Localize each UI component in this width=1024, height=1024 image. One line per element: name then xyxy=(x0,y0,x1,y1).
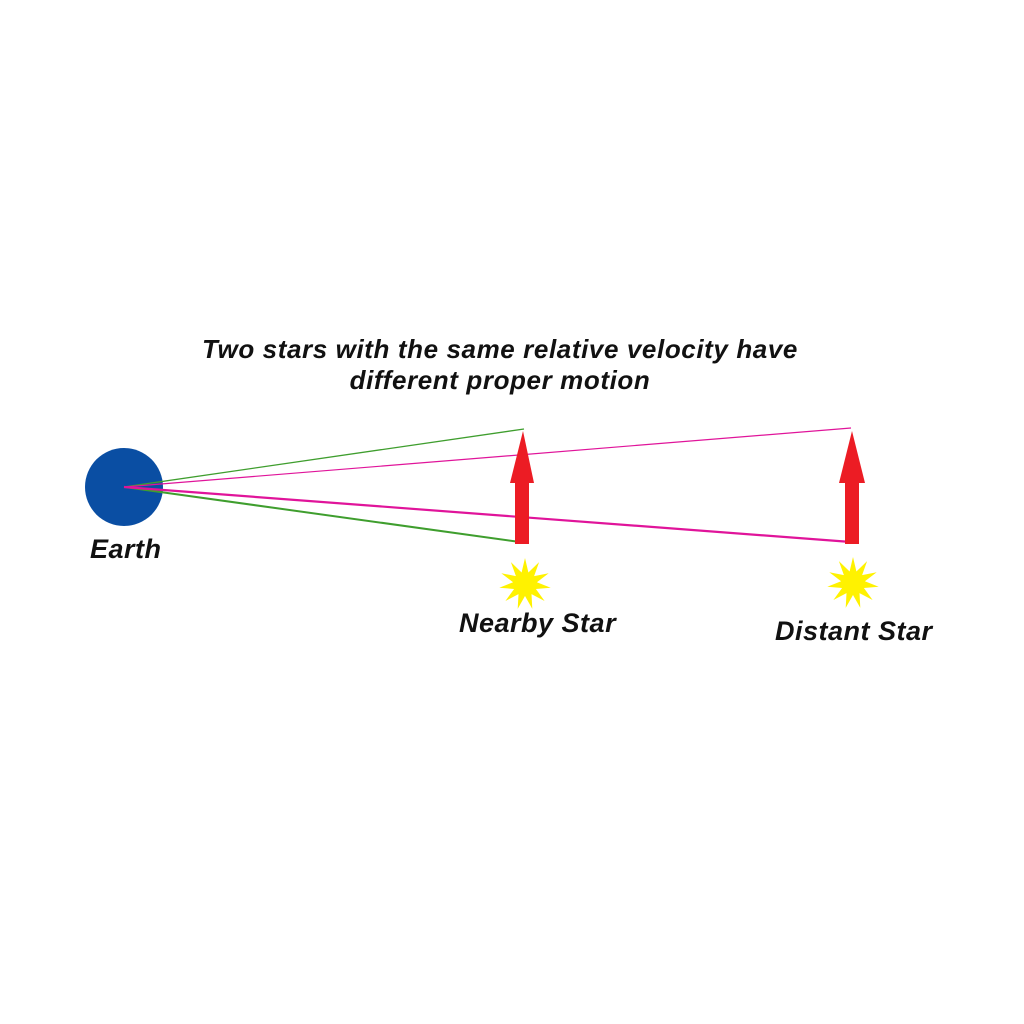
distant-star-icon xyxy=(827,557,879,608)
earth-label: Earth xyxy=(90,534,162,564)
nearby-star-icon xyxy=(499,558,551,609)
nearby-star-label: Nearby Star xyxy=(459,608,617,638)
distant-star-label: Distant Star xyxy=(775,616,933,646)
distant-star-sightline-top xyxy=(123,427,852,488)
nearby-star-sightline-bottom xyxy=(123,486,521,543)
distant-star-velocity-arrow xyxy=(839,431,865,544)
nearby-star-velocity-arrow xyxy=(510,431,534,544)
title-line-2: different proper motion xyxy=(349,365,651,395)
diagram-title: Two stars with the same relative velocit… xyxy=(150,334,850,396)
nearby-star-sightline-top xyxy=(123,428,525,488)
title-line-1: Two stars with the same relative velocit… xyxy=(202,334,798,364)
distant-star-sightline-bottom xyxy=(123,485,852,544)
